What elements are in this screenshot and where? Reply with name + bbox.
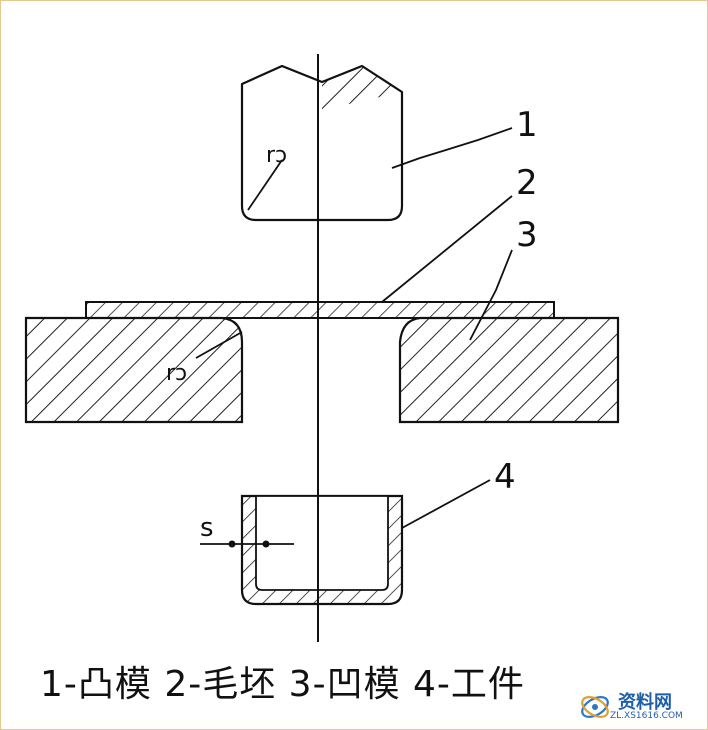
label-4: 4 bbox=[494, 457, 516, 497]
label-3: 3 bbox=[516, 215, 538, 255]
leader-3 bbox=[469, 249, 513, 341]
watermark-logo-icon bbox=[581, 696, 609, 718]
punch bbox=[240, 64, 404, 222]
label-2: 2 bbox=[516, 163, 538, 203]
thickness-dimension bbox=[200, 540, 294, 548]
label-die-radius: rɔ bbox=[166, 361, 187, 386]
leader-2 bbox=[381, 195, 513, 303]
watermark-name: 资料网 bbox=[618, 692, 672, 713]
leader-punch-radius bbox=[247, 159, 283, 211]
label-punch-radius: rɔ bbox=[266, 143, 287, 168]
label-thickness: s bbox=[200, 513, 214, 543]
leader-4 bbox=[401, 479, 491, 529]
watermark: 资料网 ZL.XS1616.COM bbox=[578, 688, 704, 726]
leader-1 bbox=[391, 127, 513, 169]
workpiece bbox=[240, 494, 404, 606]
label-1: 1 bbox=[516, 105, 538, 145]
die-right bbox=[398, 316, 620, 424]
watermark-url: ZL.XS1616.COM bbox=[610, 711, 683, 721]
blank bbox=[85, 301, 555, 319]
figure-caption: 1-凸模 2-毛坯 3-凹模 4-工件 bbox=[40, 664, 525, 705]
leader-die-radius bbox=[195, 331, 243, 359]
die-left bbox=[24, 316, 244, 424]
